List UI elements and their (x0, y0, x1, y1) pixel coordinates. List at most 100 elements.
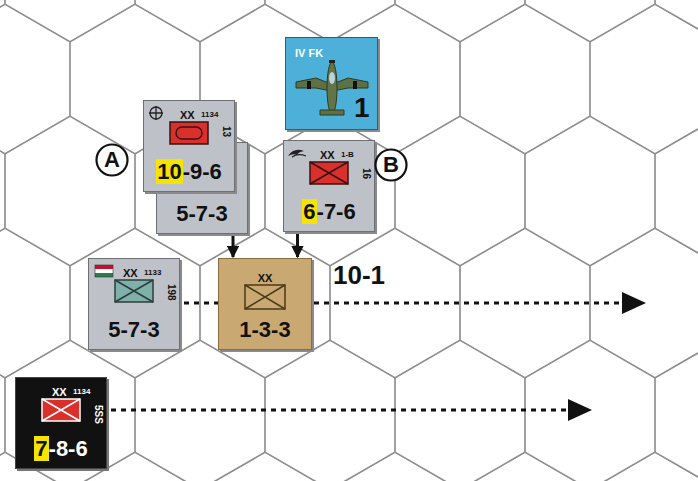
attack-factor: 6 (302, 199, 316, 224)
unit-symbol-cross (42, 399, 80, 421)
text-slot: 5SS (103, 400, 122, 416)
text-slot: A (95, 149, 129, 171)
unit-id-vertical: 16 (361, 168, 371, 179)
hex (590, 4, 698, 154)
unit-symbol (245, 285, 285, 309)
callout-letter: B (374, 148, 408, 182)
text-slot: B (374, 154, 408, 176)
text-slot: 1133 (144, 262, 161, 278)
hex (590, 452, 698, 481)
counter-text: XX (123, 267, 138, 279)
unit-symbol-cross (310, 162, 348, 184)
counter-text: 1-B (341, 150, 354, 159)
hex (525, 116, 655, 266)
unit-symbol-cross (115, 280, 153, 302)
callout-letter: A (95, 143, 129, 177)
combat-factors: 6-7-6 (302, 199, 355, 224)
text-slot: XX (180, 106, 195, 122)
hex (5, 116, 135, 266)
armor-unit-counter: XX 113413 10-9-6 (143, 100, 235, 192)
text-slot: XX (123, 264, 138, 280)
other-factors: -9-6 (183, 159, 222, 184)
other-factors: -8-6 (49, 436, 88, 461)
hex (0, 340, 5, 481)
text-slot: 13 (231, 121, 242, 137)
unit-symbol (42, 399, 80, 421)
text-slot: 6-7-6 (284, 201, 374, 223)
combat-factors: 10-9-6 (156, 159, 222, 184)
text-slot: IV FK (295, 44, 323, 60)
hex (0, 4, 70, 154)
hex (395, 116, 525, 266)
counter-text: B (383, 152, 399, 177)
unit-symbol (310, 162, 348, 184)
hex (0, 116, 5, 266)
combat-factors: 7-8-6 (34, 436, 87, 461)
armor-oval (176, 127, 202, 139)
hex (5, 0, 135, 42)
unit-symbol (170, 122, 208, 144)
text-slot: 1-3-3 (219, 319, 311, 341)
hex (70, 228, 200, 378)
counter-text: XX (320, 149, 335, 161)
text-slot: 1134 (73, 381, 90, 397)
combat-odds: 10-1 (333, 260, 385, 290)
movement-arrow (111, 399, 592, 421)
hex (0, 228, 70, 378)
unit-id-vertical: 5SS (93, 405, 103, 424)
text-slot: XX (320, 146, 335, 162)
infantry-unit-counter: XX 1133 198 5-7-3 (88, 258, 180, 350)
text-slot: 1-B (341, 144, 354, 160)
text-slot: 5-7-3 (157, 203, 247, 225)
infantry-unit-counter: XX 1-B 16 6-7-6 (283, 140, 375, 232)
attack-factor: 7 (34, 436, 48, 461)
unit-id-vertical: 13 (221, 126, 231, 137)
hex (460, 452, 590, 481)
attack-factor: 10 (156, 159, 182, 184)
attack-arrow (296, 233, 299, 257)
unit-id-vertical: 198 (166, 284, 176, 301)
callout-circle (376, 150, 407, 181)
counter-text: XX (180, 109, 195, 121)
counter-text: 1-3-3 (239, 317, 290, 342)
nation-emblem (149, 106, 163, 120)
counter-text: 1134 (73, 387, 90, 396)
counter-text: 1133 (144, 268, 161, 277)
enemy-unit-counter: XX 1-3-3 (218, 258, 312, 350)
hex (525, 0, 655, 42)
hex (330, 452, 460, 481)
text-slot: 10-9-6 (144, 161, 234, 183)
hex (265, 116, 395, 266)
other-factors: -7-6 (317, 199, 356, 224)
hex (395, 0, 525, 42)
callout-circle (97, 145, 128, 176)
text-slot: XX (219, 269, 311, 285)
text-slot: 7-8-6 (16, 438, 106, 460)
text-slot: 198 (176, 279, 193, 295)
hex (265, 0, 395, 42)
text-slot: XX (52, 383, 67, 399)
text-slot: 1134 (201, 104, 218, 120)
counter-text: 1 (354, 92, 370, 123)
hex (655, 340, 698, 481)
air-unit-counter: IV FK 1 (285, 37, 378, 130)
unit-symbol-cross (245, 285, 285, 309)
counter-text: 1134 (201, 110, 218, 119)
counter-text: XX (52, 386, 67, 398)
odds-label-slot: 10-1 (333, 262, 385, 288)
nation-emblem (288, 150, 306, 157)
hex (655, 0, 698, 42)
text-slot: 5-7-3 (89, 319, 179, 341)
counter-text: A (104, 147, 120, 172)
attack-arrow (232, 235, 235, 257)
hex (200, 452, 330, 481)
counter-text: IV FK (295, 47, 323, 59)
counter-text: 5-7-3 (108, 317, 159, 342)
ss-unit-counter: XX 11345SS 7-8-6 (15, 377, 107, 469)
hex (200, 228, 330, 378)
counter-text: 5-7-3 (176, 201, 227, 226)
hex (460, 4, 590, 154)
nation-flag (95, 265, 113, 277)
text-slot: 1 (354, 94, 370, 122)
